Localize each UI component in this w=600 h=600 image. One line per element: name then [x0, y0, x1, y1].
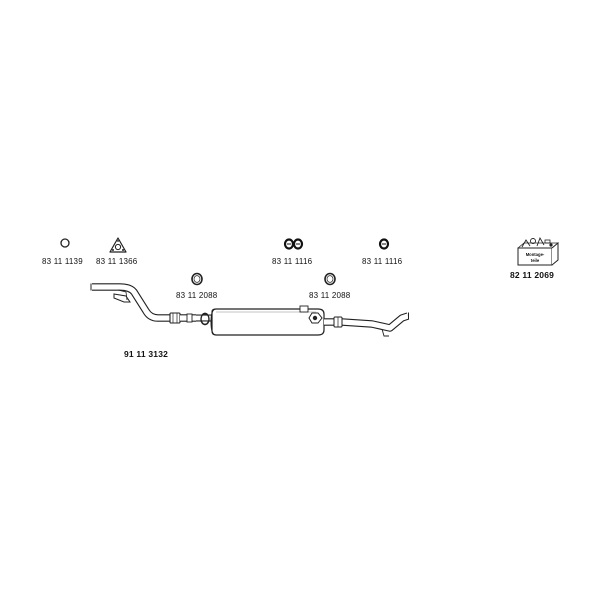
clamp-ring-icon [324, 272, 336, 286]
sealing-ring-icon [60, 238, 70, 248]
kit-box-text-line2: teile [531, 258, 540, 263]
flange-gasket-icon [109, 237, 127, 253]
rubber-mount-icon [378, 238, 390, 250]
kit-box-text-line1: Montage- [526, 252, 545, 257]
mounting-kit-box-icon: Montage- teile [517, 236, 559, 266]
part-label-rubber-mount-pair: 83 11 1116 [272, 257, 313, 266]
part-label-rubber-mount: 83 11 1116 [362, 257, 403, 266]
part-label-clamp-ring-left: 83 11 2088 [176, 291, 218, 300]
part-label-sealing-ring: 83 11 1139 [42, 257, 83, 266]
clamp-ring-icon [191, 272, 203, 286]
rubber-mount-pair-icon [283, 238, 304, 250]
part-label-flange-gasket: 83 11 1366 [96, 257, 138, 266]
exhaust-system-icon [90, 283, 410, 337]
part-label-mounting-kit: 82 11 2069 [510, 270, 555, 280]
part-label-exhaust-system: 91 11 3132 [124, 349, 169, 359]
part-label-clamp-ring-right: 83 11 2088 [309, 291, 351, 300]
